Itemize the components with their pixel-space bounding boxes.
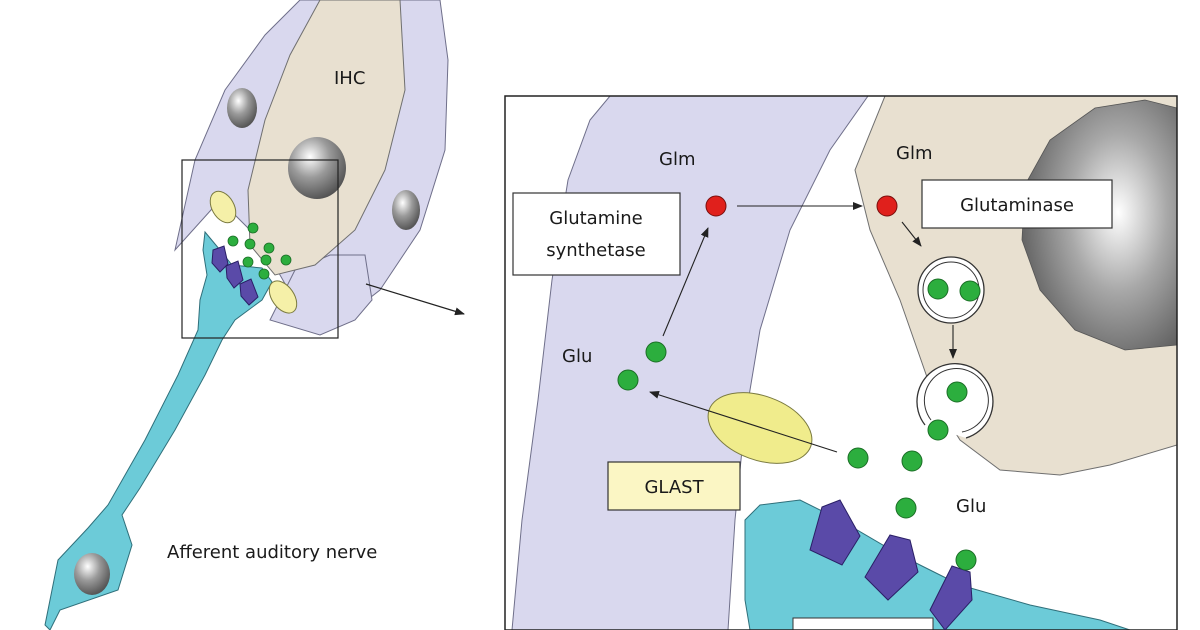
glutamate-molecule-icon <box>946 381 968 403</box>
glutamate-molecule-icon <box>901 450 923 472</box>
zoom-panel-border <box>504 95 1178 630</box>
glutamine-molecule-icon <box>705 195 727 217</box>
glutamate-receptor-icon <box>929 565 973 630</box>
synaptic-glutamate <box>227 222 292 280</box>
glutamate-molecule-icon <box>263 242 275 254</box>
afferent-nerve-fiber <box>44 230 273 630</box>
glutamine-synthetase-label: synthetase <box>546 240 646 261</box>
glutaminase-box: Glutaminase <box>921 179 1113 229</box>
glutamate-receptor-icon <box>864 534 919 601</box>
glutamate-molecule-icon <box>247 222 259 234</box>
glast-transporter-icon <box>209 190 237 224</box>
vesicle-icon <box>917 256 985 324</box>
magnification-box <box>181 159 339 339</box>
ihc-nucleus-icon <box>288 137 346 199</box>
glutamate-molecule-icon <box>959 280 981 302</box>
glutamate-molecule-icon <box>244 238 256 250</box>
glu-right-label: Glu <box>956 496 986 517</box>
glast-transporter-icon <box>707 392 813 464</box>
glutamine-synthetase-label: Glutamine <box>549 208 642 229</box>
glast-transporter-icon <box>268 280 298 314</box>
glutamate-molecule-icon <box>280 254 292 266</box>
glast-label: GLAST <box>644 477 704 498</box>
glast-box: GLAST <box>607 461 741 511</box>
glutamine-synthetase-box: Glutamine synthetase <box>512 192 681 276</box>
glm-support-label: Glm <box>659 149 695 170</box>
overview-panel: IHC Afferent auditory nerve <box>44 0 465 630</box>
arrow-glast-uptake <box>649 390 838 453</box>
supporting-nucleus-icon <box>392 190 420 230</box>
synaptic-vesicle-2 <box>916 363 994 441</box>
glm-hair-label: Glm <box>896 143 932 164</box>
afferent-nerve-label: Afferent auditory nerve <box>167 542 377 563</box>
pathway-arrows <box>649 202 957 453</box>
glutamate-receptor-icon <box>809 499 861 566</box>
glutamate-molecule-icon <box>260 254 272 266</box>
glutamate-molecule-icon <box>927 419 949 441</box>
cropped-label-box <box>792 617 934 630</box>
zoom-panel: Glutamine synthetase Glutaminase GLAST G… <box>504 95 1178 630</box>
glutamate-molecule-icon <box>227 235 239 247</box>
arrow-glu-to-glm <box>662 227 709 337</box>
glutamate-molecule-icon <box>242 256 254 268</box>
ihc-label: IHC <box>334 68 365 89</box>
glutamate-molecule-icon <box>258 268 270 280</box>
glutaminase-label: Glutaminase <box>960 195 1074 216</box>
glutamate-molecule-icon <box>955 549 977 571</box>
glutamate-molecule-icon <box>645 341 667 363</box>
glutamate-receptor-icon <box>225 260 244 289</box>
glutamate-molecule-icon <box>895 497 917 519</box>
glutamate-receptor-icon <box>239 278 259 306</box>
cleft-glutamate <box>617 341 977 571</box>
supporting-nucleus-icon <box>227 88 257 128</box>
synaptic-vesicle-1 <box>917 256 985 324</box>
glutamine-molecule-icon <box>876 195 898 217</box>
glutamate-molecule-icon <box>927 278 949 300</box>
glutamate-molecule-icon <box>617 369 639 391</box>
glutamate-receptor-icon <box>211 245 229 273</box>
arrow-glutaminase-to-vesicle <box>901 221 922 247</box>
zoom-arrow <box>365 283 465 316</box>
glu-left-label: Glu <box>562 346 592 367</box>
nerve-nucleus-icon <box>74 553 110 595</box>
inner-hair-cell <box>247 0 406 276</box>
glutamate-molecule-icon <box>847 447 869 469</box>
